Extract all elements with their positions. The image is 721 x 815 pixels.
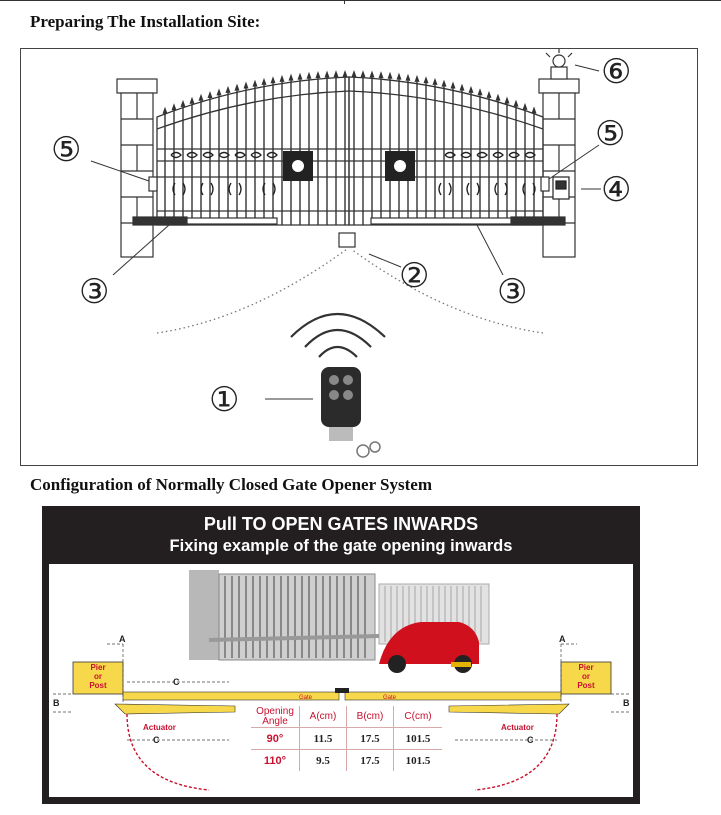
callout-3-right: ③ bbox=[497, 272, 527, 312]
top-rule bbox=[0, 0, 721, 1]
gate-opening-diagram: Pull TO OPEN GATES INWARDS Fixing exampl… bbox=[42, 506, 640, 804]
installation-site-diagram: ① ② ③ ③ ④ ⑤ ⑤ ⑥ bbox=[20, 48, 698, 466]
pier-label-line3: Post bbox=[89, 681, 107, 690]
callout-3-left: ③ bbox=[79, 272, 109, 312]
diagram-body: Pier or Post Pier or Post Gate Gate bbox=[49, 564, 633, 797]
photocell-sensors bbox=[148, 176, 550, 192]
actuator-arms: Actuator Actuator bbox=[114, 703, 570, 732]
gate-opening-illustration: Pier or Post Pier or Post Gate Gate bbox=[53, 570, 631, 791]
callout-6: ⑥ bbox=[601, 52, 631, 92]
diagram-header: Pull TO OPEN GATES INWARDS Fixing exampl… bbox=[42, 506, 640, 564]
callout-1: ① bbox=[209, 380, 239, 420]
actuator-label-right: Actuator bbox=[501, 723, 534, 732]
actuator-label-left: Actuator bbox=[143, 723, 176, 732]
callout-2: ② bbox=[399, 256, 429, 296]
gate-plan-bars: Gate Gate bbox=[122, 688, 562, 701]
warning-lamp-icon bbox=[545, 49, 573, 80]
opening-angle-table: Opening Angle A(cm) B(cm) C(cm) 90° 11.5… bbox=[251, 706, 442, 771]
callout-5-left: ⑤ bbox=[51, 130, 81, 170]
table-cell-c: 101.5 bbox=[393, 749, 442, 771]
section-heading-installation-site: Preparing The Installation Site: bbox=[30, 12, 261, 31]
callout-numbers: ① ② ③ ③ ④ ⑤ ⑤ ⑥ bbox=[51, 52, 631, 420]
table-header-row: Opening Angle A(cm) B(cm) C(cm) bbox=[251, 706, 442, 728]
table-header-c: C(cm) bbox=[393, 706, 442, 728]
right-pier: Pier or Post bbox=[560, 661, 612, 695]
gate-scroll-ornaments bbox=[170, 151, 536, 196]
gate-stop bbox=[338, 232, 356, 248]
control-box-icon bbox=[552, 176, 570, 200]
dim-c-left: C bbox=[153, 735, 160, 745]
pier-label-right-line3: Post bbox=[577, 681, 595, 690]
diagram-title: Pull TO OPEN GATES INWARDS bbox=[203, 514, 479, 534]
table-cell-b: 17.5 bbox=[346, 749, 394, 771]
callout-5-right: ⑤ bbox=[595, 114, 625, 154]
left-actuator bbox=[132, 216, 278, 226]
gate-label-left: Gate bbox=[299, 695, 313, 701]
table-cell-a: 11.5 bbox=[299, 727, 347, 750]
pier-label-right-line1: Pier bbox=[578, 663, 593, 672]
left-pier: Pier or Post bbox=[72, 661, 124, 695]
table-row: 110° 9.5 17.5 101.5 bbox=[251, 749, 442, 771]
table-header-b: B(cm) bbox=[346, 706, 394, 728]
red-car-icon bbox=[379, 622, 479, 664]
gate-label-right: Gate bbox=[383, 695, 397, 701]
dimension-labels: A A C C C B B bbox=[53, 634, 630, 745]
table-cell-angle: 110° bbox=[251, 749, 300, 771]
table-header-angle: Opening Angle bbox=[251, 706, 300, 728]
dimension-lines bbox=[53, 643, 631, 741]
pier-label-right-line2: or bbox=[582, 672, 590, 681]
gate-swing-arcs bbox=[156, 248, 544, 334]
diagram-subtitle: Fixing example of the gate opening inwar… bbox=[169, 537, 513, 555]
right-actuator bbox=[370, 216, 566, 226]
pier-label-line1: Pier bbox=[90, 663, 105, 672]
dim-b-right: B bbox=[623, 698, 630, 708]
right-pillar bbox=[538, 78, 580, 258]
table-cell-angle: 90° bbox=[251, 727, 300, 750]
gate-photo bbox=[189, 570, 490, 673]
table-cell-b: 17.5 bbox=[346, 727, 394, 750]
signal-waves-icon bbox=[290, 313, 386, 358]
gate-leaves bbox=[156, 76, 544, 226]
callout-leader-lines bbox=[90, 64, 601, 400]
gate-spikes bbox=[162, 70, 537, 114]
dim-c-right: C bbox=[527, 735, 534, 745]
table-cell-a: 9.5 bbox=[299, 749, 347, 771]
table-header-a: A(cm) bbox=[299, 706, 347, 728]
dim-a-left: A bbox=[119, 634, 126, 644]
section-heading-configuration: Configuration of Normally Closed Gate Op… bbox=[30, 475, 432, 494]
table-row: 90° 11.5 17.5 101.5 bbox=[251, 727, 442, 750]
callout-4: ④ bbox=[601, 170, 631, 210]
remote-control-icon bbox=[321, 367, 381, 458]
dim-c-upper: C bbox=[173, 677, 180, 687]
dim-a-right: A bbox=[559, 634, 566, 644]
top-rule-tick bbox=[344, 0, 345, 4]
gate-ornaments bbox=[283, 151, 415, 181]
pier-label-line2: or bbox=[94, 672, 102, 681]
left-pillar bbox=[116, 78, 158, 258]
gate-installation-illustration: ① ② ③ ③ ④ ⑤ ⑤ ⑥ bbox=[51, 49, 631, 458]
dim-b-left: B bbox=[53, 698, 60, 708]
table-cell-c: 101.5 bbox=[393, 727, 442, 750]
